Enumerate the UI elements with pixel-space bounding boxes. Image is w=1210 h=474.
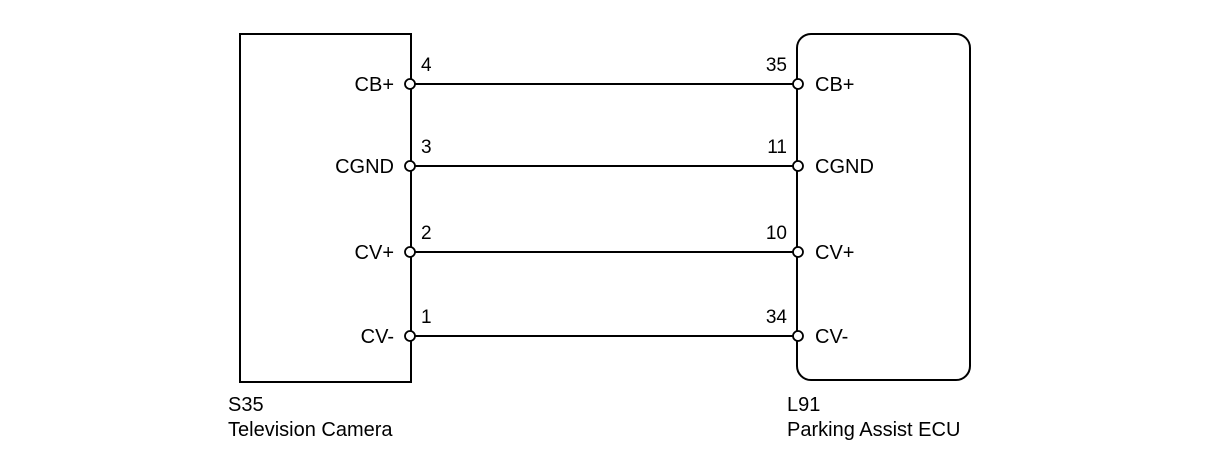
right-pin-terminal bbox=[792, 160, 804, 172]
left-pin-terminal bbox=[404, 160, 416, 172]
left-signal-label: CB+ bbox=[355, 74, 394, 96]
right-pin-terminal bbox=[792, 78, 804, 90]
connection-row: CV- 1 34 CV- bbox=[361, 307, 849, 348]
left-pin-number: 2 bbox=[421, 223, 432, 244]
right-pin-number: 10 bbox=[766, 223, 787, 244]
left-component-name: Television Camera bbox=[228, 419, 393, 441]
right-component-code: L91 bbox=[787, 394, 820, 416]
left-pin-terminal bbox=[404, 78, 416, 90]
right-pin-number: 34 bbox=[766, 307, 788, 328]
left-pin-number: 4 bbox=[421, 55, 432, 76]
television-camera-box bbox=[239, 33, 412, 383]
left-pin-number: 1 bbox=[421, 307, 432, 328]
left-pin-terminal bbox=[404, 330, 416, 342]
left-signal-label: CV- bbox=[361, 326, 394, 348]
right-signal-label: CB+ bbox=[815, 74, 854, 96]
connection-row: CV+ 2 10 CV+ bbox=[355, 223, 855, 264]
left-pin-number: 3 bbox=[421, 137, 432, 158]
right-signal-label: CV- bbox=[815, 326, 848, 348]
connection-row: CGND 3 11 CGND bbox=[335, 137, 874, 178]
right-pin-terminal bbox=[792, 330, 804, 342]
right-signal-label: CV+ bbox=[815, 242, 854, 264]
right-pin-number: 35 bbox=[766, 55, 787, 76]
connection-row: CB+ 4 35 CB+ bbox=[355, 55, 855, 96]
right-component-name: Parking Assist ECU bbox=[787, 419, 960, 441]
left-signal-label: CGND bbox=[335, 156, 394, 178]
left-pin-terminal bbox=[404, 246, 416, 258]
right-pin-terminal bbox=[792, 246, 804, 258]
left-signal-label: CV+ bbox=[355, 242, 394, 264]
right-signal-label: CGND bbox=[815, 156, 874, 178]
left-component-code: S35 bbox=[228, 394, 264, 416]
right-pin-number: 11 bbox=[767, 137, 787, 158]
parking-assist-ecu-box bbox=[796, 33, 971, 381]
